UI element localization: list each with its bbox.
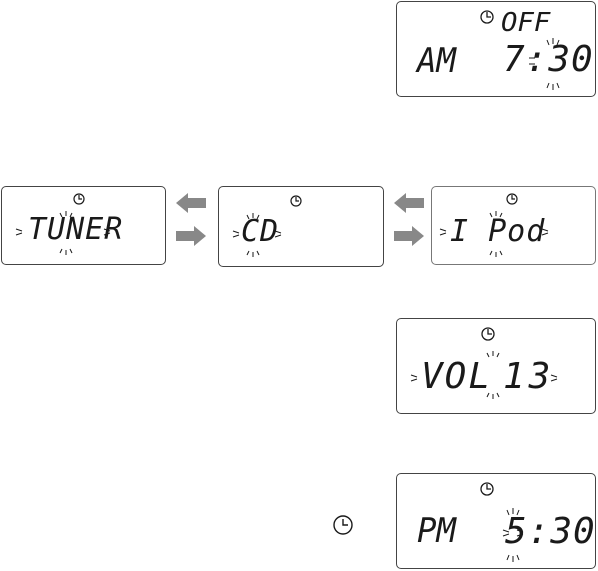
display-alarm-time-pm: PM 5:30 [396,473,596,569]
blink-marks-icon [219,187,385,268]
arrow-right-icon [176,226,206,246]
blink-marks-icon [397,319,597,415]
blink-marks-icon [2,187,167,266]
blink-marks-icon [397,474,597,570]
arrow-left-icon [394,193,424,213]
display-source-ipod: I Pod [431,186,596,265]
blink-marks-icon [397,2,597,98]
display-source-cd: CD [218,186,384,267]
display-source-tuner: TUNER [1,186,166,265]
display-volume: VOL 13 [396,318,596,414]
arrow-left-icon [176,193,206,213]
blink-marks-icon [432,187,597,266]
arrow-right-icon [394,226,424,246]
clock-icon [332,514,354,536]
display-alarm-time: OFF AM 7:30 [396,1,596,97]
